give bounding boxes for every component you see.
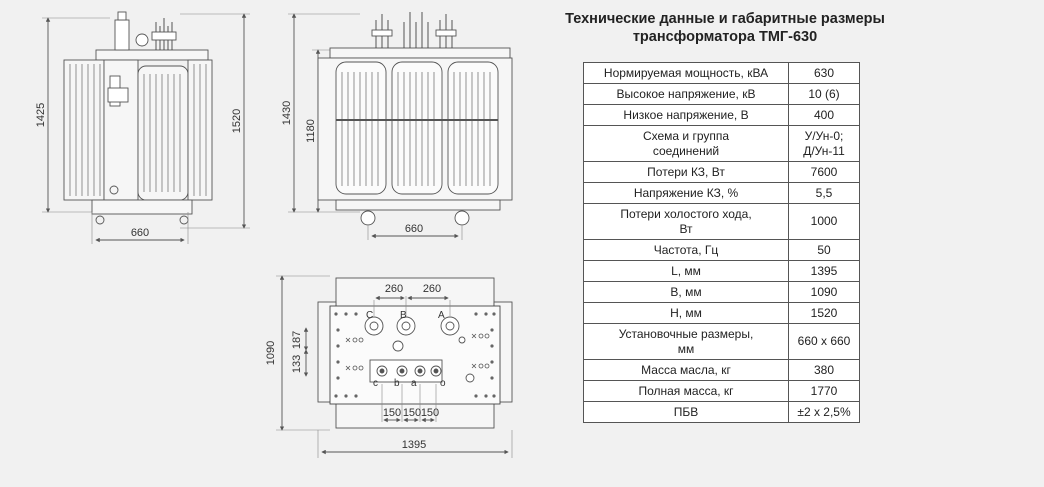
value-cell: 1000 — [788, 203, 860, 240]
param-cell: Нормируемая мощность, кВА — [583, 62, 789, 84]
lv-label-b: b — [394, 378, 400, 389]
table-row: Высокое напряжение, кВ 10 (6) — [583, 83, 860, 105]
param-line: Вт — [679, 221, 693, 236]
param-cell: Потери холостого хода, Вт — [583, 203, 789, 240]
param-cell: Схема и группа соединений — [583, 125, 789, 162]
value-cell: 1770 — [788, 380, 860, 402]
side-base-width-label: 660 — [131, 227, 149, 239]
table-row: Частота, Гц 50 — [583, 239, 860, 261]
front-base-width-label: 660 — [405, 223, 423, 235]
side-height-b-label: 1520 — [231, 109, 243, 133]
top-lv-spacing-3: 150 — [421, 407, 439, 419]
top-view — [276, 275, 513, 458]
top-offset-b-label: 133 — [291, 355, 303, 373]
side-height-a-label: 1425 — [35, 103, 47, 127]
param-cell: Напряжение КЗ, % — [583, 182, 789, 204]
top-depth-label: 1090 — [265, 341, 277, 365]
page-title: Технические данные и габаритные размеры … — [545, 10, 905, 46]
front-height-b-label: 1180 — [305, 119, 317, 143]
value-cell: 10 (6) — [788, 83, 860, 105]
param-line: мм — [677, 341, 695, 356]
lv-label-o: o — [440, 378, 446, 389]
table-row: Напряжение КЗ, % 5,5 — [583, 182, 860, 204]
value-cell: 50 — [788, 239, 860, 261]
top-hv-spacing-1: 260 — [385, 283, 403, 295]
top-lv-spacing-2: 150 — [403, 407, 421, 419]
value-cell: 400 — [788, 104, 860, 126]
value-cell: 660 х 660 — [788, 323, 860, 360]
table-row: Потери холостого хода, Вт 1000 — [583, 203, 860, 240]
value-cell: 1520 — [788, 302, 860, 324]
top-length-label: 1395 — [402, 439, 426, 451]
value-cell: ±2 х 2,5% — [788, 401, 860, 423]
transformer-drawings: 1425 1520 660 1430 1180 660 260 260 150 … — [35, 11, 513, 458]
param-cell: Масса масла, кг — [583, 359, 789, 381]
table-row: H, мм 1520 — [583, 302, 860, 324]
lv-label-a: a — [411, 378, 417, 389]
lv-label-c: c — [373, 378, 378, 389]
top-hv-spacing-2: 260 — [423, 283, 441, 295]
param-cell: Высокое напряжение, кВ — [583, 83, 789, 105]
title-line-1: Технические данные и габаритные размеры — [565, 11, 885, 27]
param-line: Установочные размеры, — [618, 326, 754, 341]
value-cell: 380 — [788, 359, 860, 381]
param-cell: Установочные размеры, мм — [583, 323, 789, 360]
param-cell: Полная масса, кг — [583, 380, 789, 402]
top-offset-a-label: 187 — [291, 331, 303, 349]
value-cell: 5,5 — [788, 182, 860, 204]
param-cell: H, мм — [583, 302, 789, 324]
hv-label-c: C — [366, 310, 373, 321]
table-row: B, мм 1090 — [583, 281, 860, 303]
top-lv-spacing-1: 150 — [383, 407, 401, 419]
front-height-a-label: 1430 — [281, 101, 293, 125]
param-line: Схема и группа — [642, 128, 730, 143]
param-line: соединений — [652, 143, 720, 158]
side-view — [42, 11, 250, 244]
front-view — [288, 12, 513, 240]
param-cell: Потери КЗ, Вт — [583, 161, 789, 183]
value-cell: 7600 — [788, 161, 860, 183]
table-row: L, мм 1395 — [583, 260, 860, 282]
value-line: У/Ун-0; — [804, 128, 844, 143]
title-line-2: трансформатора ТМГ-630 — [632, 29, 818, 45]
table-row: Установочные размеры, мм 660 х 660 — [583, 323, 860, 360]
value-cell: 1395 — [788, 260, 860, 282]
param-cell: Частота, Гц — [583, 239, 789, 261]
spec-table: Нормируемая мощность, кВА 630 Высокое на… — [583, 62, 860, 423]
value-cell: 1090 — [788, 281, 860, 303]
hv-label-a: A — [438, 310, 445, 321]
hv-label-b: B — [400, 310, 407, 321]
table-row: ПБВ ±2 х 2,5% — [583, 401, 860, 423]
param-cell: B, мм — [583, 281, 789, 303]
param-cell: Низкое напряжение, В — [583, 104, 789, 126]
table-row: Схема и группа соединений У/Ун-0; Д/Ун-1… — [583, 125, 860, 162]
table-row: Нормируемая мощность, кВА 630 — [583, 62, 860, 84]
param-cell: ПБВ — [583, 401, 789, 423]
value-cell: У/Ун-0; Д/Ун-11 — [788, 125, 860, 162]
table-row: Низкое напряжение, В 400 — [583, 104, 860, 126]
value-cell: 630 — [788, 62, 860, 84]
param-line: Потери холостого хода, — [620, 206, 752, 221]
table-row: Потери КЗ, Вт 7600 — [583, 161, 860, 183]
table-row: Масса масла, кг 380 — [583, 359, 860, 381]
value-line: Д/Ун-11 — [803, 143, 845, 158]
table-row: Полная масса, кг 1770 — [583, 380, 860, 402]
param-cell: L, мм — [583, 260, 789, 282]
